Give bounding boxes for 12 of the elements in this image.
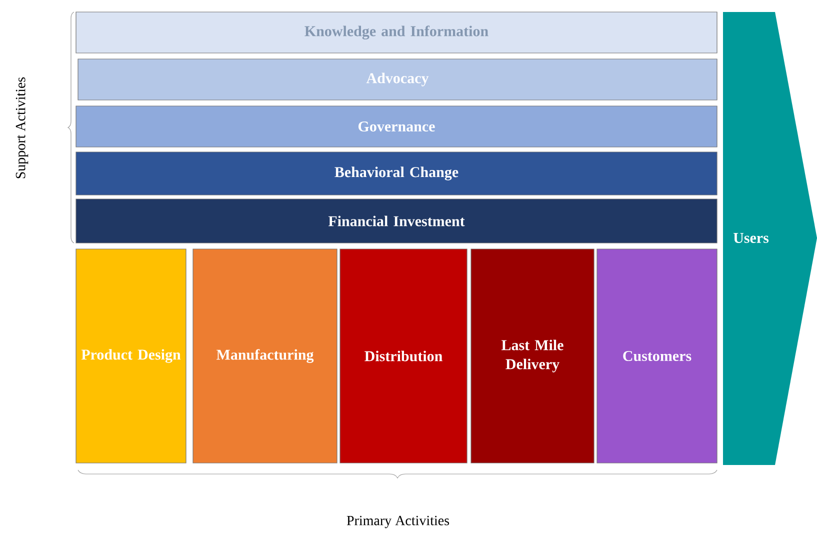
activity-box: Customers — [596, 248, 718, 464]
activity-band: Financial Investment — [76, 198, 718, 244]
activity-band: Knowledge and Information — [76, 12, 718, 54]
activity-band: Behavioral Change — [76, 152, 718, 196]
axis-label: Support Activities — [16, 77, 28, 178]
activity-box: Manufacturing — [192, 248, 338, 464]
axis-label: Primary Activities — [346, 516, 450, 528]
activity-band: Governance — [76, 106, 718, 148]
activity-box: Distribution — [340, 248, 468, 464]
activity-band: Advocacy — [78, 58, 718, 100]
activity-box: Last Mile Delivery — [470, 248, 594, 464]
activity-box: Product Design — [76, 248, 186, 464]
